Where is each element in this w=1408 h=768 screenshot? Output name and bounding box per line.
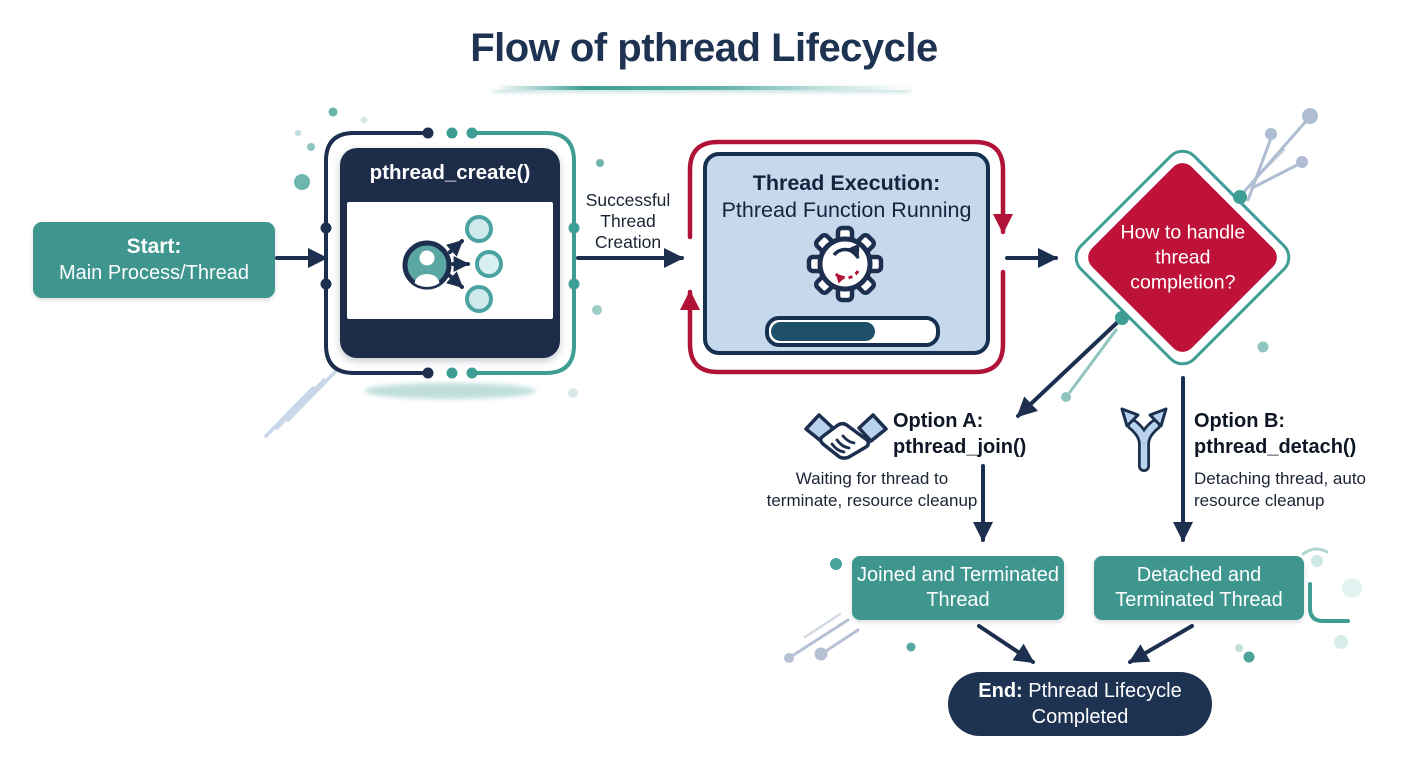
bracket-decor [1301, 547, 1350, 623]
arrow-decision-to-option-a [1016, 316, 1124, 418]
pthread-create-canvas [347, 202, 553, 319]
pthread-create-header: pthread_create() [369, 161, 531, 184]
create-box-shadow [364, 383, 536, 399]
slash-decor [264, 370, 337, 438]
handshake-icon [804, 413, 888, 460]
progress-bar [765, 316, 940, 347]
thread-execution-node: Thread Execution: Pthread Function Runni… [703, 152, 990, 355]
end-node: End: Pthread Lifecycle Completed [948, 672, 1212, 736]
end-node-label: End: Pthread Lifecycle Completed [978, 680, 1182, 728]
option-b-caption: Detaching thread, auto resource cleanup [1194, 469, 1367, 510]
decision-node-inner: How to handle thread completion? [1082, 157, 1283, 358]
decision-node: How to handle thread completion? [1067, 142, 1298, 373]
option-a-label: Option A: pthread_join() [893, 410, 1027, 458]
pthread-create-node: pthread_create() [340, 148, 560, 358]
option-a-caption: Waiting for thread to terminate, resourc… [766, 469, 978, 510]
edge-label-successful-creation: Successful Thread Creation [585, 190, 671, 252]
circuit-decor-top-right [1242, 108, 1318, 202]
thread-execution-subtitle: Pthread Function Running [721, 198, 972, 222]
joined-thread-node: Joined and Terminated Thread [852, 556, 1064, 620]
arrow-detached-to-end [1128, 624, 1194, 664]
progress-bar-fill [771, 322, 875, 341]
detached-thread-node: Detached and Terminated Thread [1094, 556, 1304, 620]
decision-question: How to handle thread completion? [1120, 221, 1245, 293]
start-node-label: Start: Main Process/Thread [58, 235, 250, 284]
branch-arrow-icon [1120, 407, 1168, 472]
option-b-label: Option B: pthread_detach() [1194, 410, 1357, 458]
circuit-decor-bottom-left [784, 612, 860, 663]
title-underline [494, 86, 910, 90]
arrow-joined-to-end [977, 624, 1035, 664]
page-title: Flow of pthread Lifecycle [470, 26, 938, 70]
thread-execution-title: Thread Execution: [752, 171, 941, 195]
start-node: Start: Main Process/Thread [33, 222, 275, 298]
